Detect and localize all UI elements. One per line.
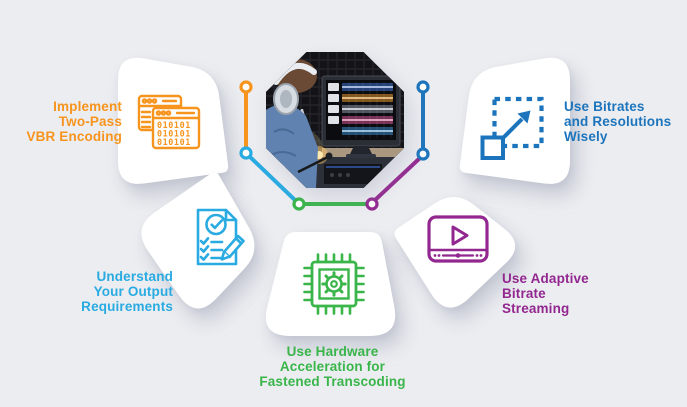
audio-equipment xyxy=(324,164,382,184)
workstation-photo-art xyxy=(266,52,404,188)
binary-row: 010101 xyxy=(157,137,191,147)
mic-arm xyxy=(297,155,329,174)
label-two-pass: Implement Two-Pass VBR Encoding xyxy=(26,99,122,144)
connector-chain xyxy=(239,80,430,211)
node-green xyxy=(292,197,306,211)
node-cyan xyxy=(239,146,253,160)
binary-code-windows-icon: 010101 010101 010101 xyxy=(137,94,201,150)
chip-gear-icon xyxy=(303,253,365,315)
waveforms xyxy=(342,82,393,138)
connector-cyan xyxy=(246,153,299,204)
node-blue-bottom xyxy=(416,147,430,161)
petal-adaptive xyxy=(394,197,516,308)
label-output: Understand Your Output Requirements xyxy=(81,269,173,314)
monitor xyxy=(321,75,401,158)
node-blue-top xyxy=(416,80,430,94)
node-purple xyxy=(365,197,379,211)
connector-purple xyxy=(372,155,423,203)
node-orange-top xyxy=(239,80,253,94)
binary-row: 010101 xyxy=(157,120,191,130)
checklist-pencil-icon xyxy=(196,208,245,266)
video-player-icon xyxy=(427,215,489,263)
label-bitrates: Use Bitrates and Resolutions Wisely xyxy=(564,99,672,144)
resize-arrow-icon xyxy=(480,96,544,160)
label-adaptive: Use Adaptive Bitrate Streaming xyxy=(502,271,589,316)
label-hardware: Use Hardware Acceleration for Fastened T… xyxy=(259,344,406,389)
workstation-photo xyxy=(266,52,404,188)
binary-row: 010101 xyxy=(157,129,191,139)
